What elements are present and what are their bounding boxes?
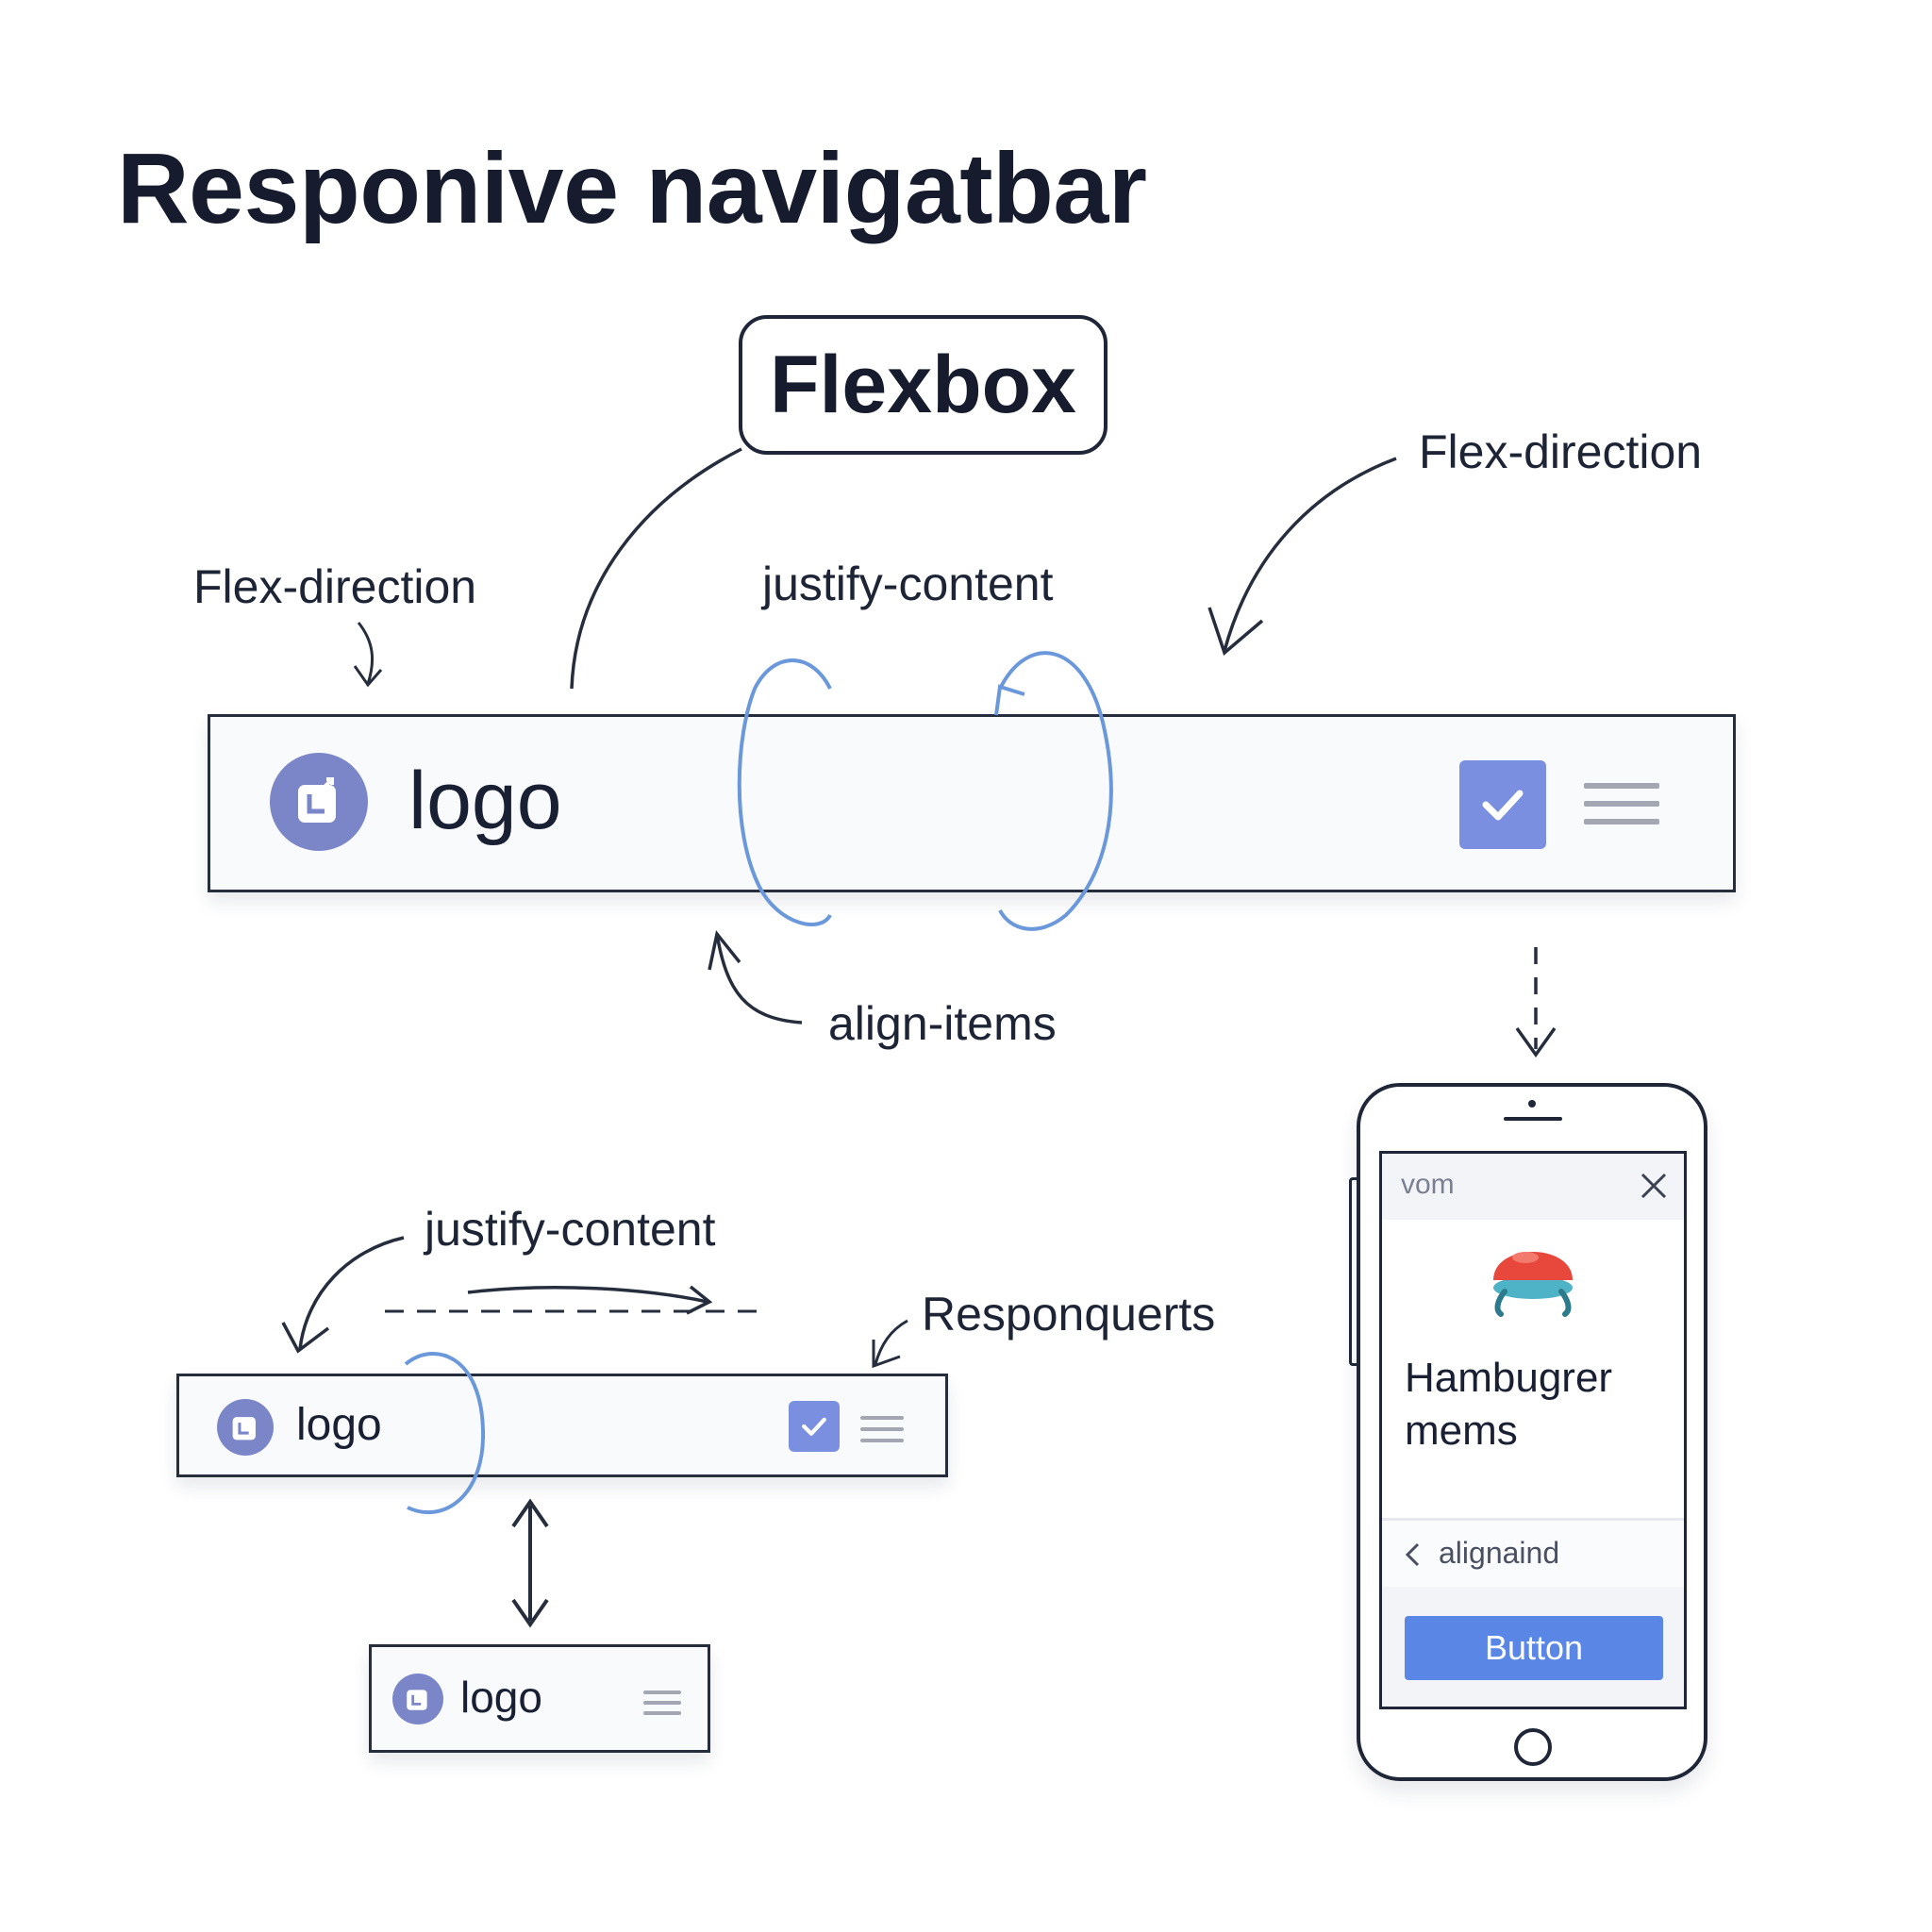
hamburger-menu-icon[interactable] xyxy=(1584,783,1659,824)
hamburger-menu-icon[interactable] xyxy=(643,1690,681,1715)
justify-content-top-label: justify-content xyxy=(762,558,1054,610)
hamburger-menu-icon[interactable] xyxy=(860,1416,904,1442)
logo-icon[interactable] xyxy=(392,1674,443,1724)
menu-divider xyxy=(1382,1518,1684,1521)
page-title: Responive navigatbar xyxy=(117,133,1147,244)
flex-direction-left-arrow xyxy=(357,622,375,685)
primary-button[interactable]: Button xyxy=(1405,1616,1663,1680)
menu-header: vom xyxy=(1382,1154,1684,1220)
medium-loop-indicator xyxy=(404,1351,486,1514)
close-icon[interactable] xyxy=(1639,1171,1669,1206)
align-items-label: align-items xyxy=(828,997,1057,1050)
phone-screen: vom Hambugrer mems alignaind Button xyxy=(1379,1151,1687,1709)
justify-content-bottom-arrow xyxy=(298,1236,405,1350)
flexbox-label-box: Flexbox xyxy=(739,315,1108,455)
justify-content-bottom-label: justify-content xyxy=(425,1203,716,1256)
phone-mockup: vom Hambugrer mems alignaind Button xyxy=(1349,1083,1707,1781)
flex-direction-right-arrow xyxy=(1223,457,1397,652)
flex-direction-left-label: Flex-direction xyxy=(193,560,477,613)
align-items-arrow xyxy=(715,933,803,1024)
logo-icon[interactable] xyxy=(270,753,368,851)
logo-icon[interactable] xyxy=(217,1399,274,1456)
chevron-left-icon xyxy=(1403,1541,1422,1573)
menu-header-text: vom xyxy=(1401,1169,1455,1200)
responquerts-arrow xyxy=(874,1319,908,1365)
phone-home-button[interactable] xyxy=(1514,1728,1552,1766)
checkbox-icon[interactable] xyxy=(789,1401,840,1452)
navbar-medium: logo xyxy=(176,1374,948,1477)
logo-text[interactable]: logo xyxy=(408,756,562,846)
logo-text[interactable]: logo xyxy=(296,1400,382,1450)
navbar-large: logo xyxy=(208,714,1736,892)
navbar-small: logo xyxy=(369,1644,710,1753)
logo-text[interactable]: logo xyxy=(460,1673,542,1722)
checkbox-icon[interactable] xyxy=(1459,760,1546,849)
responquerts-label: Responquerts xyxy=(922,1288,1216,1341)
phone-side-buttons xyxy=(1349,1177,1357,1366)
phone-camera xyxy=(1528,1100,1536,1108)
flex-loop-indicators xyxy=(737,651,1113,931)
flexbox-connector xyxy=(570,447,742,690)
menu-title: Hambugrer mems xyxy=(1405,1355,1613,1454)
phone-speaker xyxy=(1504,1117,1562,1121)
bell-icon xyxy=(1488,1233,1578,1324)
menu-back-text: alignaind xyxy=(1439,1536,1560,1570)
flex-direction-right-label: Flex-direction xyxy=(1419,425,1703,478)
menu-back-row[interactable]: alignaind xyxy=(1382,1521,1684,1587)
